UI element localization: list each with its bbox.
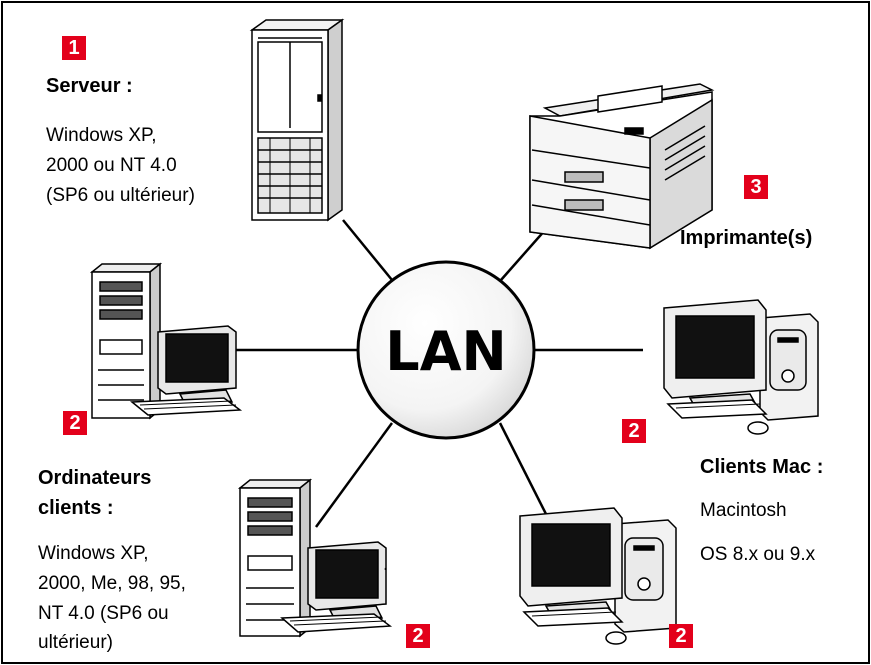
pc-clients-os-line-2: 2000, Me, 98, 95, [38,573,186,594]
server-tower-icon [249,18,345,222]
server-os-line-3: (SP6 ou ultérieur) [46,185,195,206]
pc-computer-icon [89,262,243,420]
mac-bottom-badge: 2 [669,624,693,648]
mac-clients-os-line-2: OS 8.x ou 9.x [700,544,816,565]
pc-clients-title-line-2: clients : [38,497,114,519]
mac-computer-icon [519,507,677,645]
printer-icon [529,83,715,250]
server-os-line-1: Windows XP, [46,125,157,146]
mac-computer-icon [663,299,819,435]
stray-mark: . [383,554,389,575]
printer-title: Imprimante(s) [680,227,813,249]
server-os-line-2: 2000 ou NT 4.0 [46,155,177,176]
link-mac-bottom [498,422,550,519]
mac-clients-title: Clients Mac : [700,456,824,478]
lan-hub-label: LAN [385,320,506,383]
pc-computer-icon [237,478,393,638]
pc-clients-os-line-3: NT 4.0 (SP6 ou [38,603,169,624]
lan-hub-circle [356,260,536,440]
printer-badge: 3 [744,175,768,199]
pc-clients-title-line-1: Ordinateurs [38,467,152,489]
server-badge: 1 [62,36,86,60]
pc-left-badge: 2 [63,411,87,435]
pc-clients-os-line-4: ultérieur) [38,632,113,653]
mac-right-badge: 2 [622,419,646,443]
mac-clients-os-line-1: Macintosh [700,500,787,521]
server-title: Serveur : [46,75,133,97]
pc-clients-os-line-1: Windows XP, [38,543,149,564]
link-server [342,219,393,281]
pc-bottom-badge: 2 [406,624,430,648]
link-pc-bottom [314,422,394,528]
